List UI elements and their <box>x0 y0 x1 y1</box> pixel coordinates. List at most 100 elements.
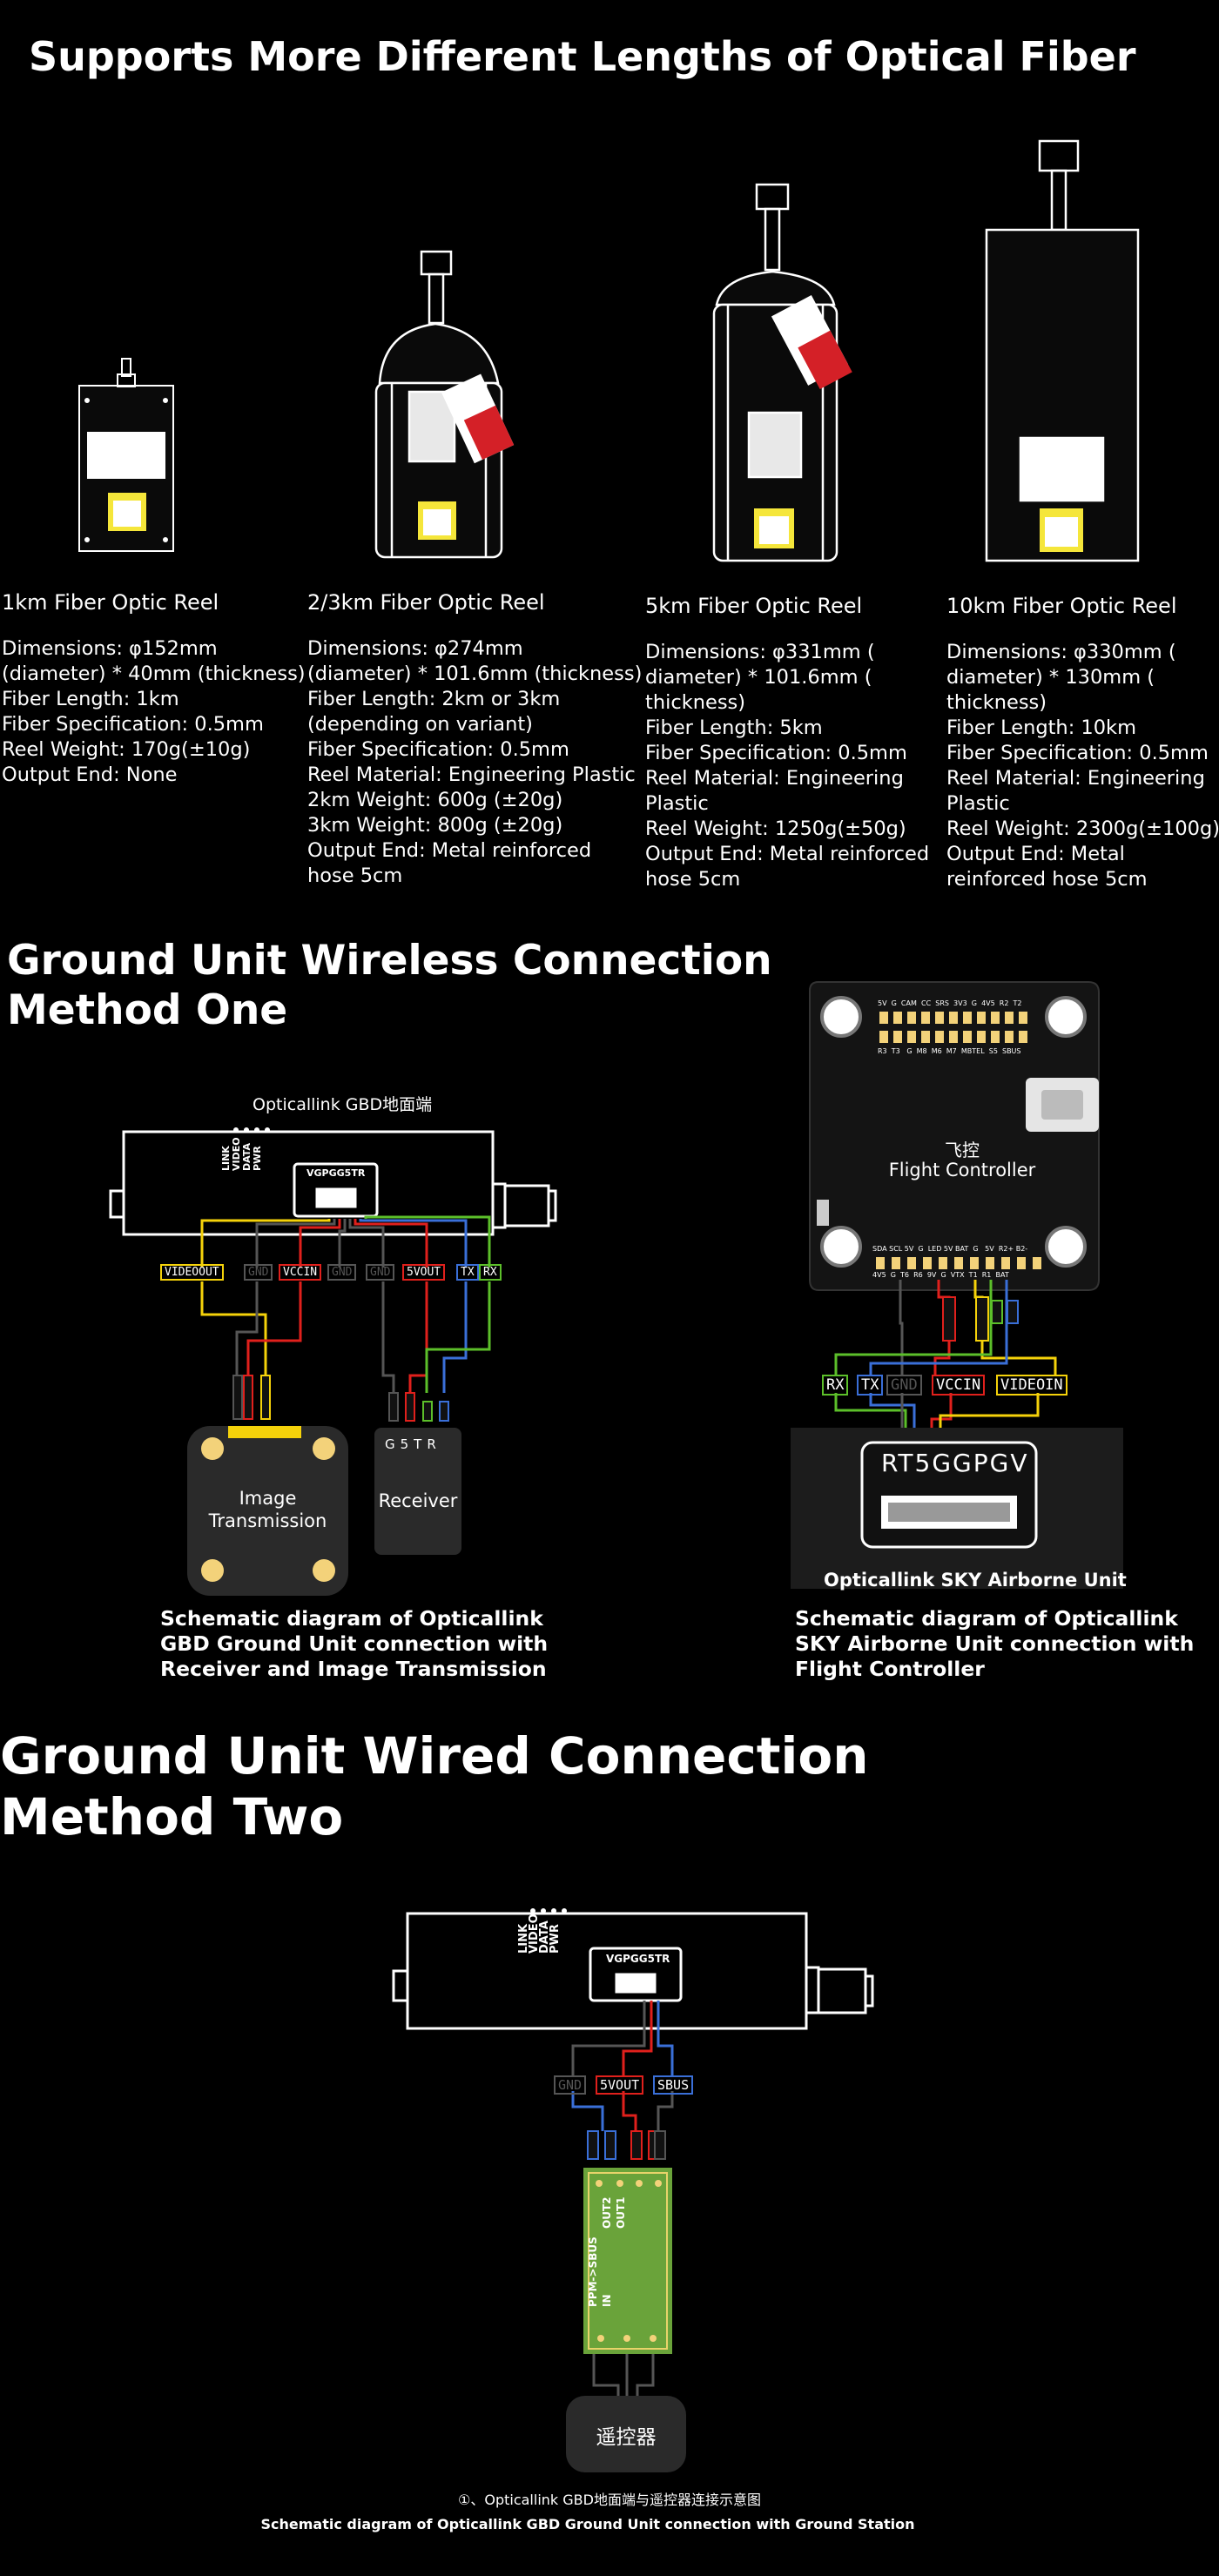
gbd-chip-label: VGPGG5TR <box>306 1167 366 1179</box>
sky-pin-tx: TX <box>857 1375 884 1396</box>
title-line: Method One <box>7 986 288 1035</box>
flight-controller-board <box>809 981 1100 1291</box>
wired-wires <box>571 2001 674 2403</box>
reel-10km-image <box>985 139 1140 562</box>
spec-line: (diameter) * 101.6mm (thickness) <box>307 662 643 685</box>
spec-line: diameter) * 130mm ( <box>946 665 1155 689</box>
sky-pin-videoin: VIDEOIN <box>996 1375 1067 1396</box>
spec-line: Fiber Length: 2km or 3km <box>307 687 561 710</box>
sky-airborne-unit <box>791 1428 1123 1589</box>
receiver-pin: 5 <box>400 1436 414 1452</box>
wired-led-dots <box>530 1908 567 1914</box>
pin-rx: RX <box>479 1264 502 1281</box>
spec-line: Fiber Length: 1km <box>2 687 179 710</box>
reel-1km-column: 1km Fiber Optic Reel Dimensions: φ152mm … <box>2 590 306 788</box>
spec-line: Fiber Specification: 0.5mm <box>2 712 264 736</box>
reel-1km-specs: Dimensions: φ152mm (diameter) * 40mm (th… <box>2 636 306 788</box>
pin-vccin: VCCIN <box>279 1264 322 1281</box>
caption-line: Schematic diagram of Opticallink <box>160 1606 543 1631</box>
wired-connectors <box>587 2130 666 2160</box>
receiver-pin: T <box>414 1436 428 1452</box>
led-label: PWR <box>252 1146 263 1171</box>
sky-chip-label: RT5GGPGV <box>881 1449 1029 1477</box>
spec-line: (diameter) * 40mm (thickness) <box>2 662 306 685</box>
fc-connectors <box>942 1296 1019 1342</box>
reel-3km-image <box>374 250 515 559</box>
board-in-label: IN <box>601 2294 613 2307</box>
spec-line: Fiber Specification: 0.5mm <box>307 737 569 761</box>
spec-line: Output End: Metal reinforced <box>307 838 592 862</box>
caption-line: GBD Ground Unit connection with <box>160 1631 549 1656</box>
remote-controller-box <box>566 2396 686 2472</box>
title-line: Method Two <box>0 1786 344 1846</box>
caption-sky-fc: Schematic diagram of Opticallink SKY Air… <box>795 1606 1194 1682</box>
reel-5km-title: 5km Fiber Optic Reel <box>645 594 863 618</box>
spec-line: Output End: Metal <box>946 842 1125 865</box>
caption-line: Receiver and Image Transmission <box>160 1657 547 1681</box>
caption-cn: ①、Opticallink GBD地面端与遥控器连接示意图 <box>458 2492 761 2508</box>
spec-line: 2km Weight: 600g (±20g) <box>307 788 563 811</box>
reel-10km-specs: Dimensions: φ330mm ( diameter) * 130mm (… <box>946 640 1219 892</box>
gbd-led-labels: LINK VIDEO DATA PWR <box>220 1093 291 1171</box>
section-wireless-title: Ground Unit Wireless Connection Method O… <box>7 936 772 1036</box>
title-line: Ground Unit Wireless Connection <box>7 937 772 985</box>
caption-line: Flight Controller <box>795 1657 985 1681</box>
pin-gnd: GND <box>366 1264 395 1281</box>
caption-line: Schematic diagram of Opticallink <box>795 1606 1178 1631</box>
receiver-pin-labels: G5TR <box>385 1436 441 1452</box>
caption-en: Schematic diagram of Opticallink GBD Gro… <box>260 2516 915 2532</box>
fc-bottom-pin-labels: SDA SCL 5V G LED 5V BAT G 5V R2+ B2- <box>872 1245 1028 1253</box>
title-line: Ground Unit Wired Connection <box>0 1726 869 1786</box>
spec-line: thickness) <box>946 690 1047 714</box>
spec-line: diameter) * 101.6mm ( <box>645 665 872 689</box>
pin-tx: TX <box>456 1264 479 1281</box>
spec-line: 3km Weight: 800g (±20g) <box>307 813 563 837</box>
reel-3km-column: 2/3km Fiber Optic Reel Dimensions: φ274m… <box>307 590 642 889</box>
reel-1km-title: 1km Fiber Optic Reel <box>2 590 219 615</box>
spec-line: reinforced hose 5cm <box>946 867 1148 891</box>
spec-line: Dimensions: φ330mm ( <box>946 640 1176 663</box>
spec-line: Dimensions: φ152mm <box>2 636 218 660</box>
sky-unit-label: Opticallink SKY Airborne Unit <box>824 1570 1127 1591</box>
spec-line: Fiber Specification: 0.5mm <box>946 741 1209 764</box>
led-label: PWR <box>549 1924 562 1954</box>
pin-gnd: GND <box>244 1264 273 1281</box>
gbd-label: Opticallink GBD地面端 <box>253 1095 433 1114</box>
wired-pin-5vout: 5VOUT <box>596 2075 644 2095</box>
receiver-pin: R <box>427 1436 441 1452</box>
fc-top-pin-labels: 5V G CAM CC SRS 3V3 G 4V5 R2 T2 <box>878 999 1022 1007</box>
board-ppm-sbus-label: PPM->SBUS <box>587 2236 599 2307</box>
receiver-module <box>374 1428 461 1555</box>
reel-5km-image <box>712 183 852 562</box>
spec-line: Reel Weight: 170g(±10g) <box>2 737 251 761</box>
spec-line: Reel Material: Engineering <box>645 766 904 790</box>
spec-line: Reel Material: Engineering Plastic <box>307 763 636 786</box>
remote-controller-label: 遥控器 <box>596 2426 657 2449</box>
fc-top-pin-labels-2: R3 T3 G M8 M6 M7 MBTEL S5 SBUS <box>878 1047 1021 1055</box>
pin-gnd: GND <box>327 1264 357 1281</box>
spec-line: (depending on variant) <box>307 712 533 736</box>
sky-pin-gnd: GND <box>886 1375 922 1396</box>
connectors <box>232 1375 449 1422</box>
spec-line: hose 5cm <box>307 864 403 887</box>
image-transmission-label: Image Transmission <box>208 1488 327 1531</box>
sky-pin-rx: RX <box>822 1375 849 1396</box>
reel-5km-specs: Dimensions: φ331mm ( diameter) * 101.6mm… <box>645 640 929 892</box>
reel-10km-column: 10km Fiber Optic Reel Dimensions: φ330mm… <box>946 594 1219 892</box>
reel-illustrations <box>78 139 1140 562</box>
fc-bottom-pads <box>876 1257 1041 1269</box>
spec-line: Plastic <box>645 791 709 815</box>
spec-line: Dimensions: φ274mm <box>307 636 523 660</box>
gbd-ground-unit <box>109 1130 557 1236</box>
wired-pin-sbus: SBUS <box>653 2075 694 2095</box>
receiver-pin: G <box>385 1436 401 1452</box>
spec-line: Plastic <box>946 791 1010 815</box>
spec-line: Reel Weight: 2300g(±100g) <box>946 817 1219 840</box>
wired-pin-gnd: GND <box>554 2075 587 2095</box>
reel-10km-title: 10km Fiber Optic Reel <box>946 594 1177 618</box>
wired-led-labels: LINK VIDEO DATA PWR <box>517 1914 562 1954</box>
reel-5km-column: 5km Fiber Optic Reel Dimensions: φ331mm … <box>645 594 929 892</box>
caption-ground-receiver: Schematic diagram of Opticallink GBD Gro… <box>160 1606 548 1682</box>
spec-line: Output End: Metal reinforced <box>645 842 930 865</box>
